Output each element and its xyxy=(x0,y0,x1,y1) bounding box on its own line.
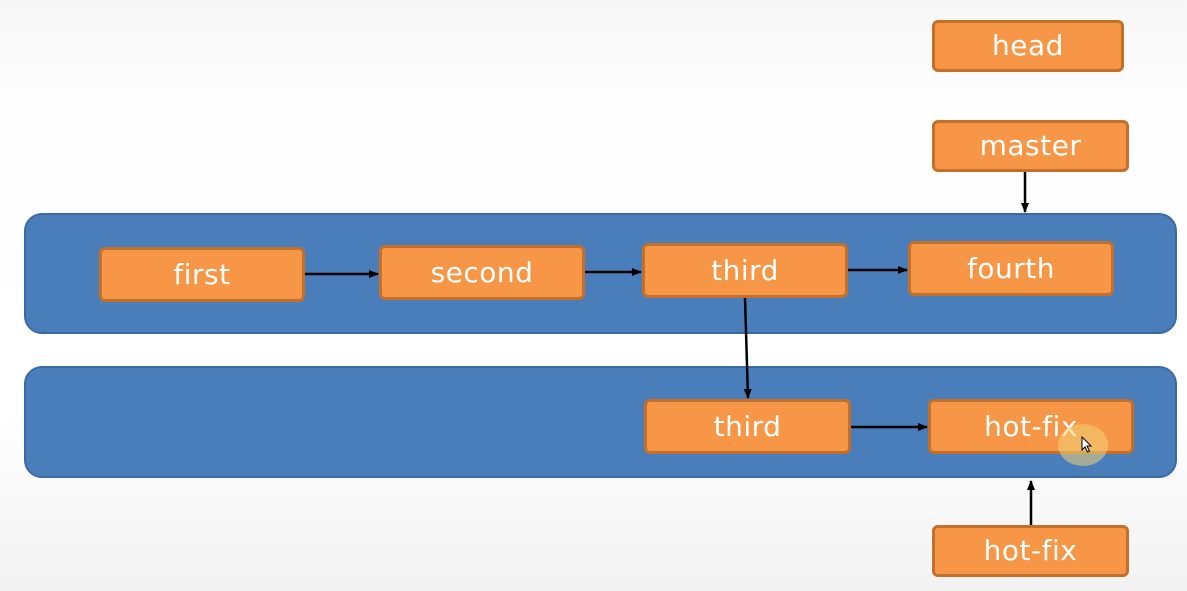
commit-second: second xyxy=(379,245,585,300)
branch-commit-hot-fix: hot-fix xyxy=(928,399,1134,454)
arrow-third-to-branch-third xyxy=(743,297,752,399)
hot-fix-pointer-box: hot-fix xyxy=(932,525,1129,577)
head-pointer-box: head xyxy=(932,20,1124,72)
commit-third: third xyxy=(642,243,848,298)
commit-fourth: fourth xyxy=(908,241,1114,296)
mouse-pointer-icon xyxy=(1081,436,1093,453)
master-pointer-box: master xyxy=(932,120,1129,172)
branch-commit-third: third xyxy=(644,399,851,454)
commit-first: first xyxy=(99,247,305,302)
